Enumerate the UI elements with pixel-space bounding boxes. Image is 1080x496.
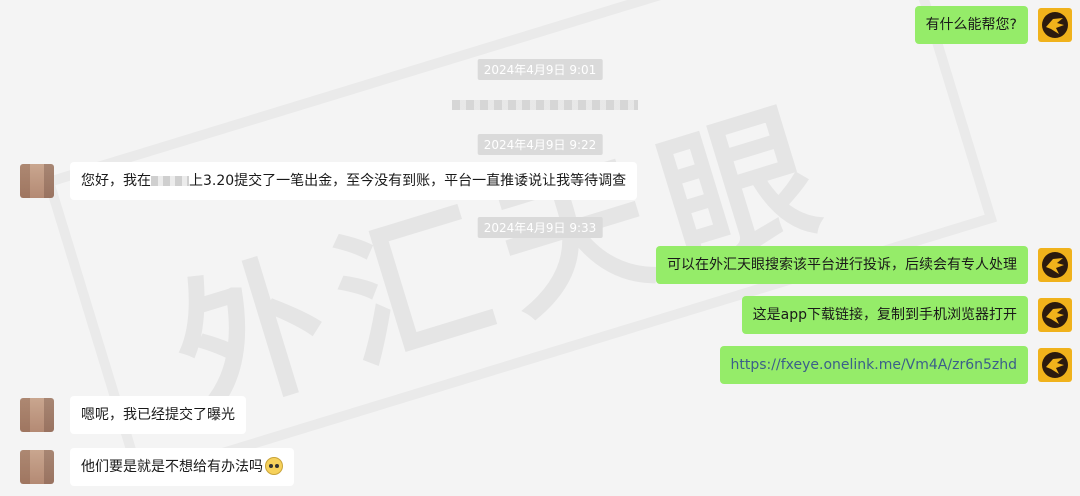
redacted-text <box>452 100 638 110</box>
timestamp: 2024年4月9日 9:01 <box>477 59 603 80</box>
message-bubble[interactable]: 您好，我在 上3.20提交了一笔出金，至今没有到账，平台一直推诿说让我等待调查 <box>70 162 638 200</box>
message-row-user: 嗯呢，我已经提交了曝光 <box>20 396 246 434</box>
bot-avatar[interactable] <box>1038 248 1072 282</box>
bot-avatar[interactable] <box>1038 8 1072 42</box>
eagle-logo-icon <box>1042 252 1068 278</box>
message-text: 上3.20提交了一笔出金，至今没有到账，平台一直推诿说让我等待调查 <box>189 173 627 189</box>
message-bubble[interactable]: 嗯呢，我已经提交了曝光 <box>70 396 246 434</box>
eagle-logo-icon <box>1042 302 1068 328</box>
user-avatar[interactable] <box>20 164 54 198</box>
message-row-bot: 这是app下载链接，复制到手机浏览器打开 <box>741 296 1072 334</box>
message-text: 他们要是就是不想给有办法吗 <box>81 459 263 475</box>
message-bubble[interactable]: 这是app下载链接，复制到手机浏览器打开 <box>741 296 1028 334</box>
message-row-bot: 可以在外汇天眼搜索该平台进行投诉，后续会有专人处理 <box>656 246 1072 284</box>
message-row-user: 他们要是就是不想给有办法吗 <box>20 448 294 486</box>
eagle-logo-icon <box>1042 12 1068 38</box>
worried-face-emoji-icon <box>265 457 283 475</box>
eagle-logo-icon <box>1042 352 1068 378</box>
message-bubble[interactable]: 有什么能帮您? <box>914 6 1028 44</box>
message-bubble[interactable]: 可以在外汇天眼搜索该平台进行投诉，后续会有专人处理 <box>656 246 1028 284</box>
message-row-user: 您好，我在 上3.20提交了一笔出金，至今没有到账，平台一直推诿说让我等待调查 <box>20 162 638 200</box>
bot-avatar[interactable] <box>1038 298 1072 332</box>
timestamp: 2024年4月9日 9:33 <box>477 217 603 238</box>
message-text: 您好，我在 <box>81 173 151 189</box>
link-message-bubble[interactable]: https://fxeye.onelink.me/Vm4A/zr6n5zhd <box>719 346 1028 384</box>
message-bubble[interactable]: 他们要是就是不想给有办法吗 <box>70 448 294 486</box>
user-avatar[interactable] <box>20 450 54 484</box>
message-row-bot: 有什么能帮您? <box>914 6 1072 44</box>
message-row-bot: https://fxeye.onelink.me/Vm4A/zr6n5zhd <box>719 346 1072 384</box>
timestamp: 2024年4月9日 9:22 <box>477 134 603 155</box>
user-avatar[interactable] <box>20 398 54 432</box>
bot-avatar[interactable] <box>1038 348 1072 382</box>
redacted-text <box>151 176 189 186</box>
